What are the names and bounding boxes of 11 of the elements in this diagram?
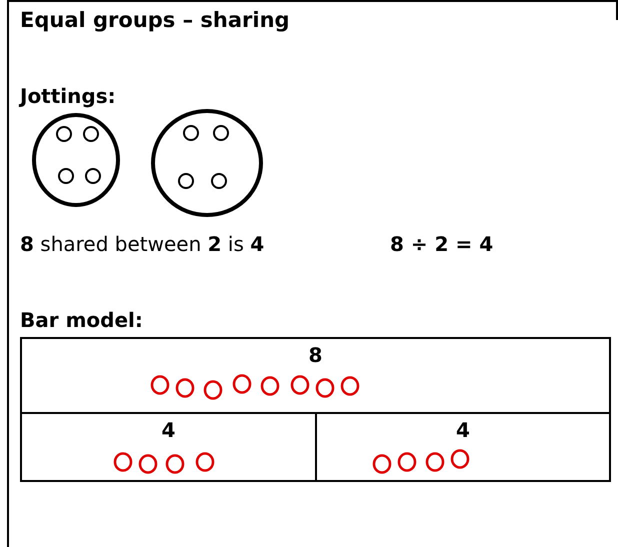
segment-value: 4 — [160, 418, 176, 442]
bar-segment — [20, 337, 611, 414]
heading: Jottings: — [20, 84, 116, 108]
bar-segment — [20, 412, 317, 482]
heading: Bar model: — [20, 308, 143, 332]
bar-segment — [315, 412, 611, 482]
equation: 8 ÷ 2 = 4 — [390, 232, 494, 256]
segment-value: 8 — [308, 343, 324, 367]
sentence: 8 shared between 2 is 4 — [20, 232, 264, 256]
segment-value: 4 — [455, 418, 471, 442]
title: Equal groups – sharing — [20, 8, 290, 32]
